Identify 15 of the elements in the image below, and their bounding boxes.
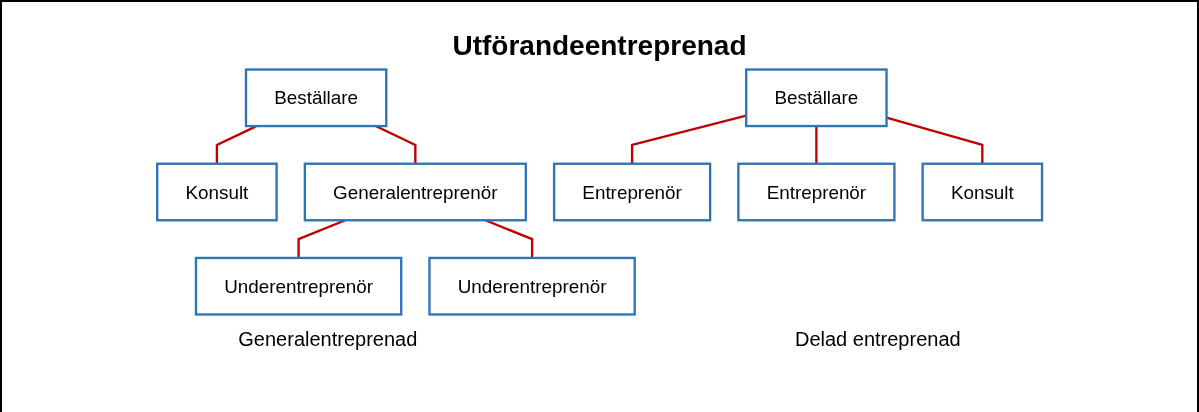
diagram-title: Utförandeentreprenad <box>452 30 747 62</box>
caption-text: Delad entreprenad <box>794 328 961 351</box>
connector <box>630 114 747 164</box>
node-box: Underentreprenör <box>194 256 403 316</box>
node-box: Konsult <box>155 162 278 222</box>
connector <box>815 126 818 164</box>
node-box: Beställare <box>744 68 888 128</box>
node-box: Konsult <box>921 162 1044 222</box>
node-box: Beställare <box>244 68 388 128</box>
connector <box>886 116 984 164</box>
node-box: Entreprenör <box>737 162 896 222</box>
node-box: Entreprenör <box>552 162 712 222</box>
node-box: Generalentreprenör <box>303 162 527 222</box>
caption-text: Generalentreprenad <box>238 328 418 351</box>
node-box: Underentreprenör <box>428 256 636 316</box>
